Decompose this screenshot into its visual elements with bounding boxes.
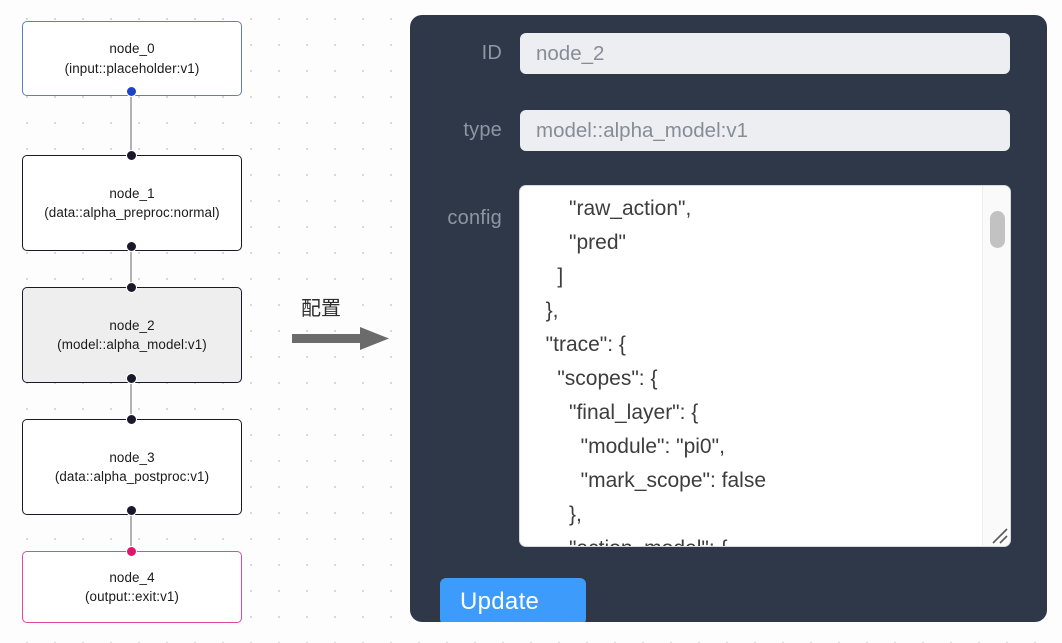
handle-node_0-source[interactable]	[126, 86, 137, 97]
config-scrollbar[interactable]	[982, 186, 1010, 546]
flow-node-label: node_2 (model::alpha_model:v1)	[57, 317, 207, 353]
handle-node_2-source[interactable]	[126, 373, 137, 384]
flow-node-node_0[interactable]: node_0 (input::placeholder:v1)	[22, 21, 242, 96]
handle-node_3-source[interactable]	[126, 505, 137, 516]
flow-node-label: node_4 (output::exit:v1)	[85, 569, 179, 605]
config-textarea[interactable]: "raw_action", "pred" ] }, "trace": { "sc…	[545, 197, 766, 546]
field-row-id: ID	[410, 33, 1047, 74]
field-row-config: config "raw_action", "pred" ] }, "trace"…	[410, 186, 1047, 546]
type-field-label: type	[463, 119, 502, 141]
config-field-label: config	[447, 207, 502, 229]
handle-node_2-target[interactable]	[126, 282, 137, 293]
id-input[interactable]	[520, 33, 1010, 74]
update-button[interactable]: Update	[440, 578, 586, 622]
flow-node-label: node_3 (data::alpha_postproc:v1)	[54, 449, 210, 485]
id-field-label: ID	[481, 42, 502, 64]
flow-node-node_2[interactable]: node_2 (model::alpha_model:v1)	[22, 287, 242, 383]
edge-node3-node4[interactable]	[130, 510, 133, 556]
node-config-panel: ID type config "raw_action", "pred" ] },…	[410, 15, 1047, 622]
flow-node-label: node_0 (input::placeholder:v1)	[64, 41, 200, 76]
handle-node_1-target[interactable]	[126, 150, 137, 161]
flow-node-label: node_1 (data::alpha_preproc:normal)	[44, 185, 220, 221]
right-arrow-icon	[292, 327, 389, 350]
config-textarea-wrapper: "raw_action", "pred" ] }, "trace": { "sc…	[520, 186, 1010, 546]
edge-node0-node1[interactable]	[130, 91, 133, 160]
flow-node-node_3[interactable]: node_3 (data::alpha_postproc:v1)	[22, 419, 242, 515]
handle-node_3-target[interactable]	[126, 414, 137, 425]
flow-node-node_4[interactable]: node_4 (output::exit:v1)	[22, 551, 242, 623]
field-row-type: type	[410, 110, 1047, 151]
edge-node1-node2[interactable]	[130, 246, 133, 292]
config-scrollbar-thumb[interactable]	[990, 211, 1005, 248]
resize-handle-icon[interactable]	[983, 519, 1009, 545]
flow-node-node_1[interactable]: node_1 (data::alpha_preproc:normal)	[22, 155, 242, 251]
handle-node_1-source[interactable]	[126, 241, 137, 252]
annotation-label: 配置	[301, 296, 341, 320]
annotation-group: 配置	[290, 296, 400, 366]
edge-node2-node3[interactable]	[130, 378, 133, 424]
type-input[interactable]	[520, 110, 1010, 151]
handle-node_4-target[interactable]	[126, 546, 137, 557]
